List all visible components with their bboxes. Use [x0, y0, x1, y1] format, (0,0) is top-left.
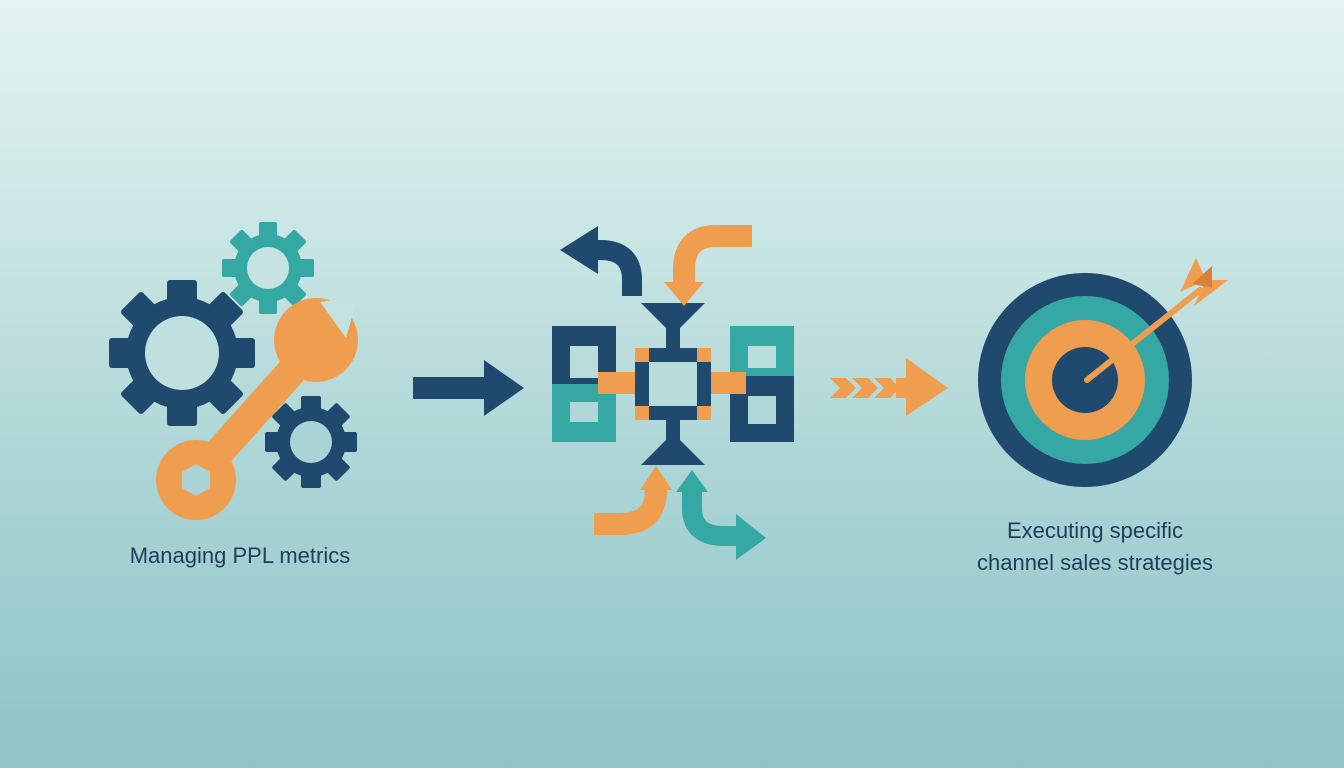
curved-arrow-top-left [560, 226, 642, 296]
small-gear-icon [222, 222, 314, 314]
stage-channel-hub [552, 225, 794, 560]
medium-gear-icon [265, 396, 357, 488]
connector-arrow-solid [413, 360, 524, 416]
caption-line: Executing specific [1006, 518, 1184, 543]
curved-arrow-bottom-right [676, 470, 766, 560]
caption-managing-metrics: Managing PPL metrics [129, 543, 351, 568]
large-gear-icon [109, 280, 255, 426]
wrench-icon [156, 296, 358, 520]
hub-network-icon [552, 303, 794, 465]
dart-arrow-icon [1084, 258, 1228, 383]
curved-arrow-bottom-left [594, 466, 672, 535]
stage-manage [109, 222, 358, 520]
stage-execute [978, 258, 1228, 487]
curved-arrow-top-right [664, 225, 752, 306]
caption-line: channel sales strategies [976, 550, 1214, 575]
caption-executing-strategies: Executing specific channel sales strateg… [935, 515, 1255, 579]
connector-arrow-chevron [830, 358, 948, 416]
